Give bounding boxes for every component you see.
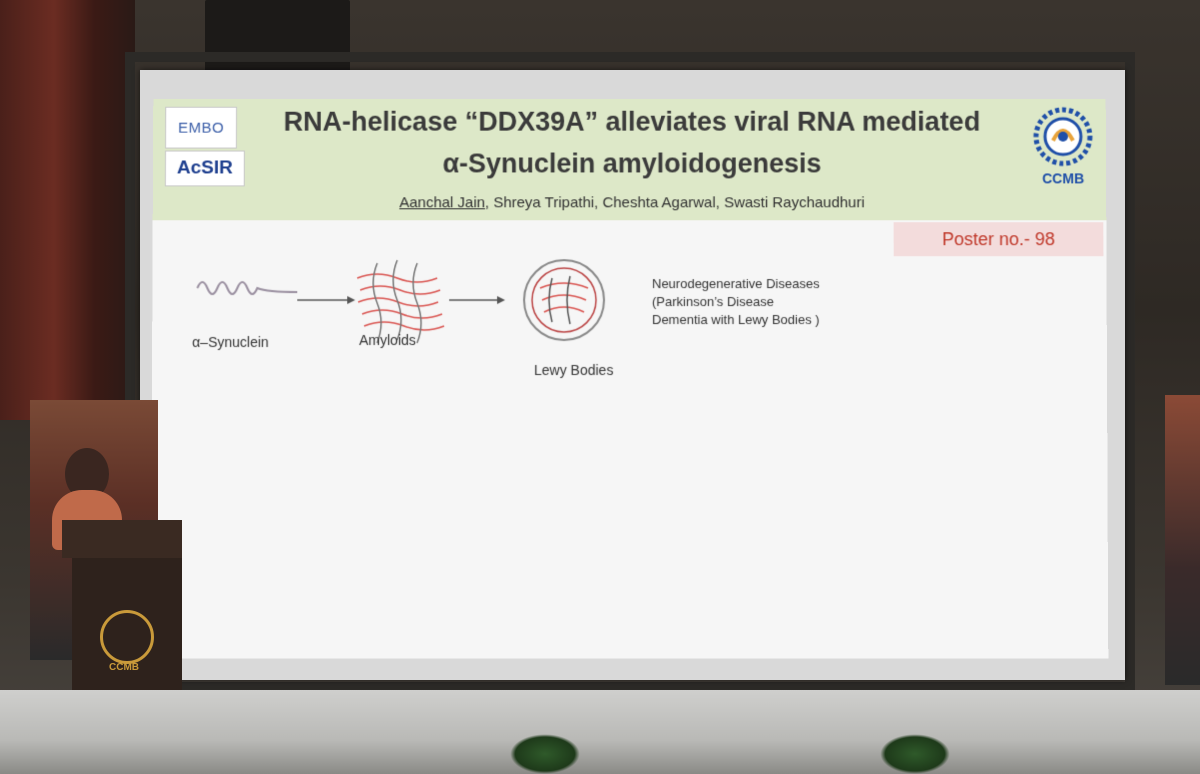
stage-floor [0, 690, 1200, 774]
diseases-line-2: (Parkinson’s Disease [652, 294, 774, 309]
ccmb-emblem-icon [1033, 107, 1093, 167]
diseases-line-3: Dementia with Lewy Bodies ) [652, 312, 820, 327]
synuclein-monomer-icon [197, 282, 297, 294]
podium-emblem-icon [100, 610, 154, 664]
pathway-diagram: α–Synuclein Amyloids Lewy Bodies Neurode… [152, 238, 1107, 398]
acsir-logo: AcSIR [165, 151, 245, 187]
lewy-body-icon [524, 260, 604, 340]
podium-top [62, 520, 182, 558]
amyloids-label: Amyloids [359, 332, 416, 348]
pathway-illustration [152, 238, 1107, 398]
stage-curtain [0, 0, 135, 420]
presenting-author: Aanchal Jain [399, 194, 485, 211]
co-authors: , Shreya Tripathi, Cheshta Agarwal, Swas… [485, 194, 865, 211]
slide-header: EMBO AcSIR RNA-helicase “DDX39A” allevia… [153, 99, 1107, 220]
slide-title-line-2: α-Synuclein amyloidogenesis [243, 149, 1021, 180]
right-standee-banner [1165, 395, 1200, 685]
synuclein-label: α–Synuclein [192, 334, 269, 350]
embo-logo: EMBO [165, 107, 237, 149]
plant-icon [880, 734, 950, 774]
ccmb-logo-text: CCMB [1033, 170, 1093, 186]
diseases-line-1: Neurodegenerative Diseases [652, 276, 820, 291]
slide-title-line-1: RNA-helicase “DDX39A” alleviates viral R… [243, 107, 1021, 138]
podium-label: CCMB [92, 662, 156, 673]
lewy-bodies-label: Lewy Bodies [534, 362, 613, 378]
author-list: Aanchal Jain, Shreya Tripathi, Cheshta A… [293, 194, 972, 211]
amyloid-fibril-icon [357, 260, 444, 343]
plant-icon [510, 734, 580, 774]
projected-slide: EMBO AcSIR RNA-helicase “DDX39A” allevia… [151, 99, 1109, 659]
